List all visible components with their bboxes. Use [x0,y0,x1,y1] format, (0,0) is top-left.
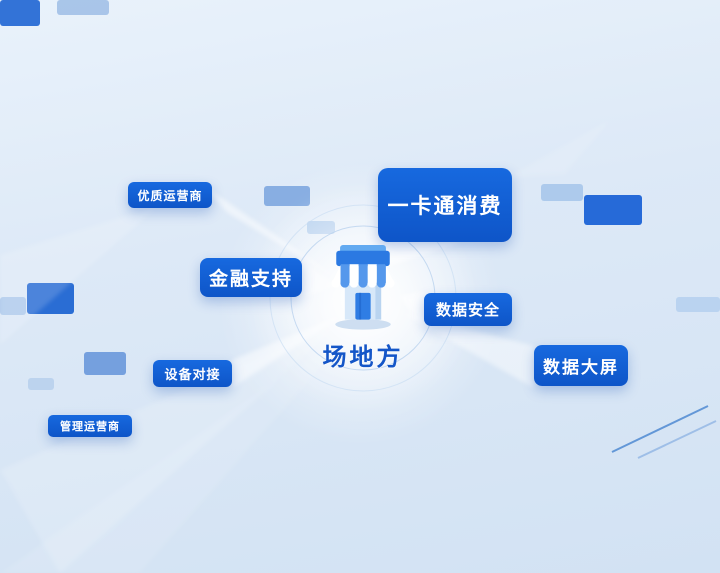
node-quality-operators: 优质运营商 [128,182,212,208]
node-label: 数据大屏 [543,358,619,377]
decor-rect [0,297,26,315]
center-label: 场地方 [322,344,404,371]
node-label: 一卡通消费 [387,195,503,218]
decor-rect [541,184,583,201]
node-financial-support: 金融支持 [200,258,302,297]
node-management-operators: 管理运营商 [48,415,132,437]
decor-rect [584,195,642,225]
node-label: 优质运营商 [137,188,203,203]
node-one-card-consumption: 一卡通消费 [378,168,512,242]
decor-rect [307,221,335,234]
decor-rect [57,0,109,15]
decor-rect [28,378,54,390]
node-label: 设备对接 [164,367,221,382]
center-hub: 场地方 [300,243,426,372]
store-icon [331,245,395,330]
decor-rect [264,186,310,206]
diagonal-lines [611,405,717,459]
node-label: 金融支持 [208,269,293,290]
decor-rect [27,283,74,314]
node-device-integration: 设备对接 [153,360,232,387]
node-data-security: 数据安全 [424,293,512,326]
node-data-big-screen: 数据大屏 [534,345,628,386]
decor-rect [676,297,720,312]
decor-rect [84,352,126,375]
node-label: 管理运营商 [60,421,120,433]
decor-rect [0,0,40,26]
node-label: 数据安全 [435,302,500,319]
